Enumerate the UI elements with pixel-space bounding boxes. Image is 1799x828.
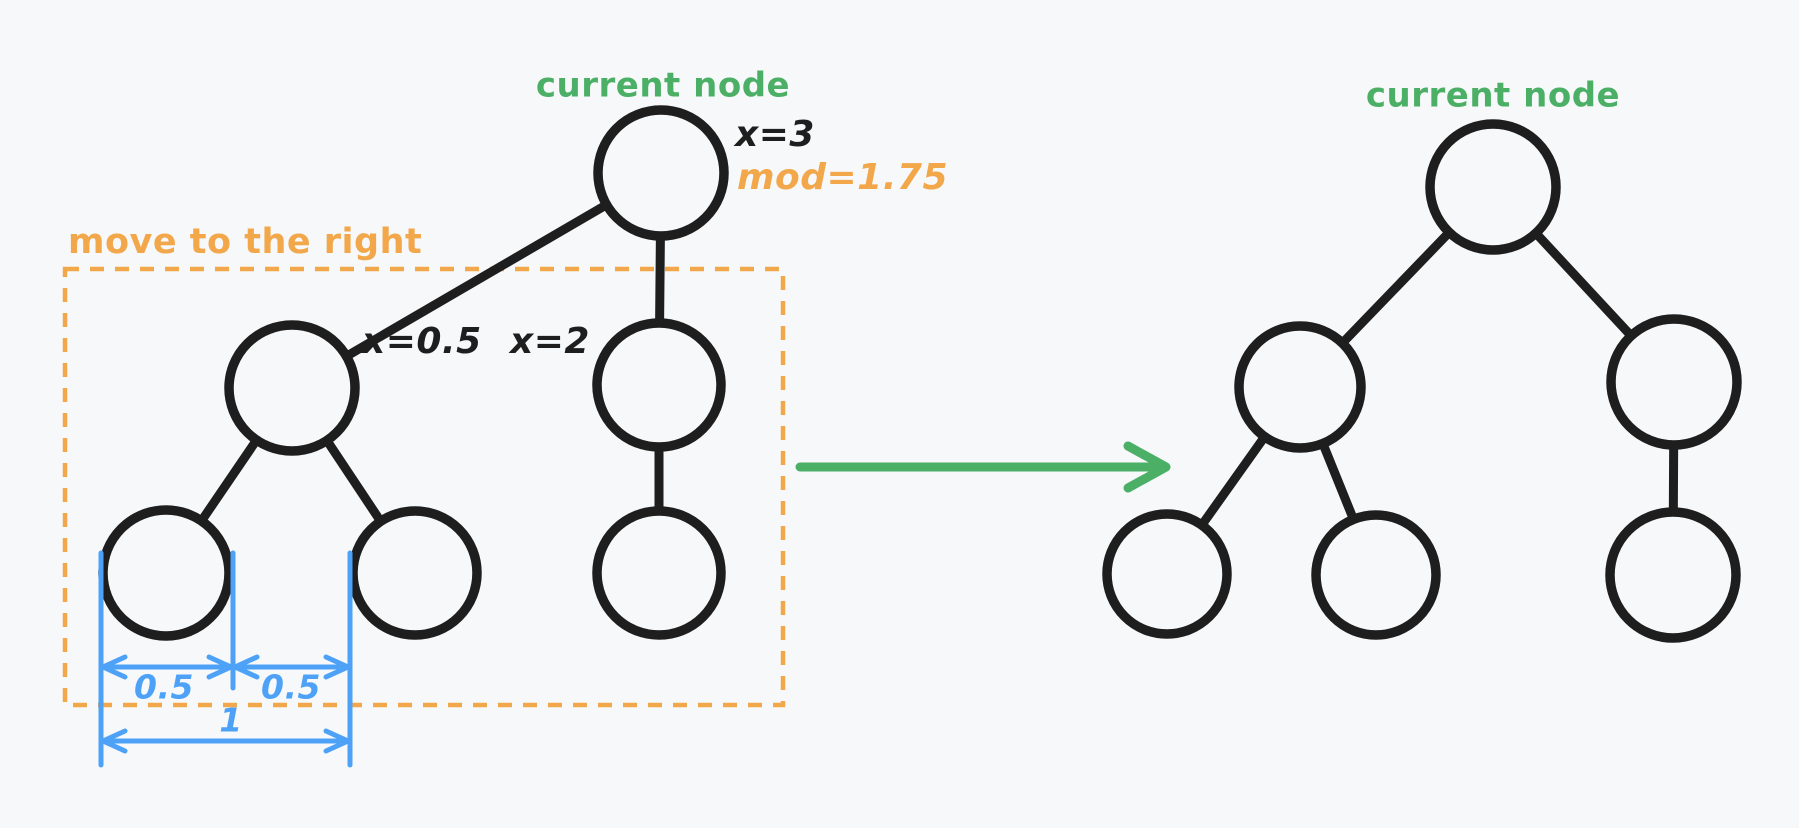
dimension-lines — [98, 550, 353, 768]
left-tree-nodes — [98, 105, 729, 641]
dimension-label-right: 0.5 — [261, 668, 321, 707]
move-box-label: move to the right — [68, 222, 422, 262]
root-x-annotation: x=3 — [733, 114, 815, 155]
tree-node-right-child — [1606, 314, 1742, 450]
arrowhead-icon — [1123, 441, 1171, 493]
right-tree-title: current node — [1366, 76, 1620, 116]
arrowhead-icon — [323, 654, 351, 680]
right-arrow-icon — [795, 441, 1171, 493]
arrowhead-icon — [100, 728, 128, 754]
tree-node-left-leaf-1 — [1102, 509, 1232, 639]
tree-node-root — [593, 105, 729, 241]
arrowhead-icon — [323, 728, 351, 754]
right-tree-nodes — [1102, 119, 1742, 643]
arrowhead-icon — [100, 654, 128, 680]
left-child-x-annotation: x=0.5 — [360, 321, 482, 362]
tree-node-root — [1425, 119, 1561, 255]
arrowhead-icon — [232, 654, 260, 680]
move-to-right-box — [62, 266, 786, 708]
tree-edge — [287, 168, 666, 393]
left-tree-title: current node — [536, 66, 790, 106]
arrowhead-icon — [206, 654, 234, 680]
tree-node-left-leaf-1 — [98, 505, 234, 641]
right-tree-node-fills — [1102, 119, 1742, 643]
dimension-label-total: 1 — [219, 701, 242, 740]
tree-node-right-leaf — [1605, 507, 1741, 643]
tree-node-left-leaf-2 — [1311, 510, 1441, 640]
dimension-label-left: 0.5 — [134, 668, 194, 707]
right-child-x-annotation: x=2 — [508, 321, 590, 362]
tree-node-right-leaf — [592, 506, 726, 640]
left-tree-node-fills — [98, 105, 729, 641]
tree-node-right-child — [592, 318, 726, 452]
tree-node-left-child — [1234, 321, 1366, 453]
root-mod-annotation: mod=1.75 — [737, 157, 948, 198]
tree-node-left-child — [224, 320, 360, 456]
tree-node-left-leaf-2 — [348, 506, 482, 640]
